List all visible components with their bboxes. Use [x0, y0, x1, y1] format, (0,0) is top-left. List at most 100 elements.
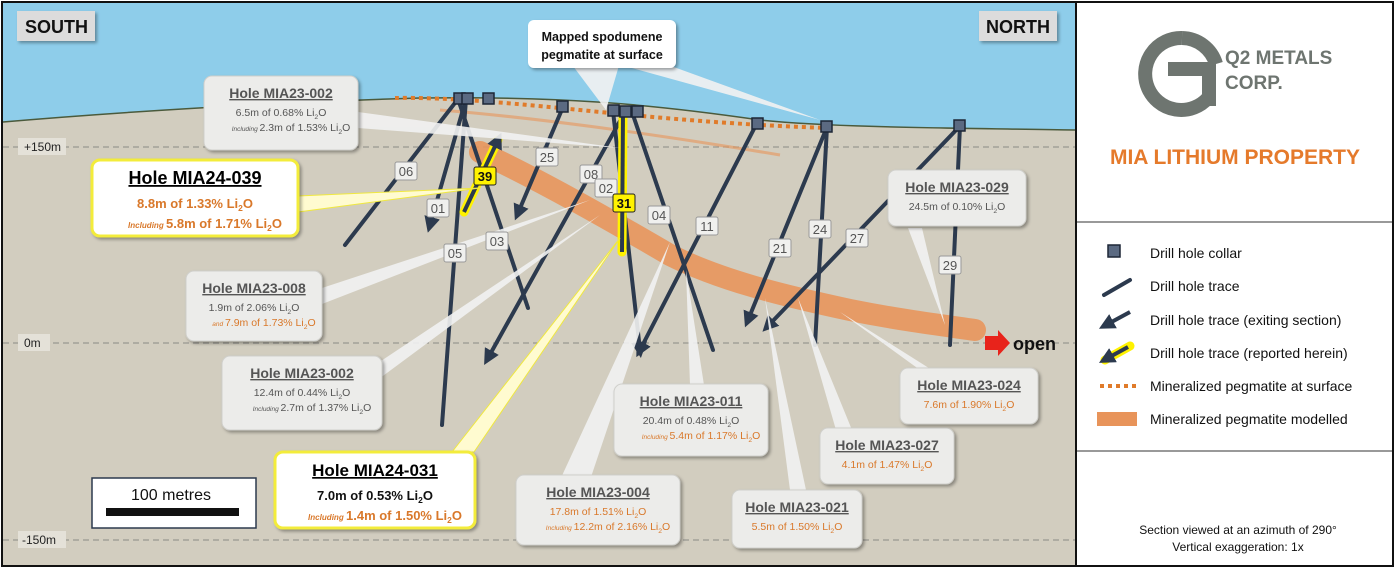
hole-tag-11: 11	[695, 216, 719, 236]
collar	[461, 92, 474, 105]
callout-value: 6.5m of 0.68% Li	[236, 107, 315, 119]
callout-grade-line: Including 1.4m of 1.50% Li2O	[308, 508, 462, 525]
hole-tag-box	[579, 164, 603, 184]
hole-tag-box	[473, 166, 497, 186]
south-box	[17, 11, 95, 41]
callout-grade-line: 5.5m of 1.50% Li2O	[752, 521, 843, 535]
callout-subscript: 2	[727, 422, 731, 429]
elevation-box-minus150	[18, 531, 66, 548]
callout-background	[887, 169, 1027, 227]
hole-tag-24: 24	[808, 219, 832, 239]
surface-callout-box	[528, 20, 676, 68]
collar	[607, 104, 620, 117]
callout-value: 1.4m of 1.50% Li	[346, 508, 447, 523]
hole-tag-box	[594, 178, 618, 198]
callout-grade-line: Including 2.3m of 1.53% Li2O	[232, 122, 351, 136]
callout-background	[273, 450, 477, 530]
scale-bar-box	[91, 477, 257, 529]
logo-line2: CORP.	[1225, 73, 1283, 94]
callout-grade-line: and 7.9m of 1.73% Li2O	[212, 317, 315, 331]
trace-11	[636, 121, 759, 358]
trace-27	[762, 124, 962, 332]
hole-tag-label: 03	[490, 234, 504, 249]
elevation-box-zero	[18, 334, 50, 351]
north-box	[979, 11, 1057, 41]
pointer-011	[686, 270, 704, 385]
callout-background	[90, 158, 300, 238]
callout-background	[203, 75, 359, 151]
hole-tag-box	[938, 255, 962, 275]
callout-subscript: 2	[634, 513, 638, 520]
collar	[619, 105, 632, 118]
callout-title: Hole MIA23-027	[835, 437, 939, 453]
callout-suffix: O	[363, 402, 371, 414]
callout-suffix: O	[342, 387, 350, 399]
callout-title: Hole MIA23-004	[546, 484, 650, 500]
hole-tag-02: 02	[594, 178, 618, 198]
hole-tag-box	[443, 243, 467, 263]
callout-subscript: 2	[1002, 406, 1006, 413]
callout-subscript: 2	[748, 437, 752, 444]
trace-29	[948, 124, 962, 347]
callout-suffix: O	[308, 317, 316, 329]
callout-grade-line: Including 5.8m of 1.71% Li2O	[128, 216, 282, 233]
legend-orange-band-icon	[1097, 412, 1137, 426]
hole-tag-label: 27	[850, 231, 864, 246]
callout-suffix: O	[452, 508, 462, 523]
hole-tag-08: 08	[579, 164, 603, 184]
scale-bar-label: 100 metres	[131, 487, 211, 504]
hole-tag-01: 01	[426, 198, 450, 218]
pointer-004	[560, 242, 670, 480]
callout-subscript: 2	[287, 309, 291, 316]
callout-value: 5.8m of 1.71% Li	[166, 216, 267, 231]
collar	[556, 100, 569, 113]
callout-suffix: O	[291, 302, 299, 314]
pointer-021	[765, 298, 806, 490]
pointer-024	[840, 312, 932, 370]
trace-08	[484, 110, 627, 365]
callout-subscript: 2	[304, 324, 308, 331]
collars	[453, 92, 966, 133]
legend-label: Drill hole trace	[1150, 278, 1240, 294]
callout-grade-line: Including 2.7m of 1.37% Li2O	[253, 402, 372, 416]
callout-value: 8.8m of 1.33% Li	[137, 196, 238, 211]
hole-tag-label: 11	[700, 219, 714, 234]
pointer-002b	[360, 215, 600, 393]
callout-suffix: O	[924, 459, 932, 471]
callout-value: 7.0m of 0.53% Li	[317, 488, 418, 503]
callout-value: 1.9m of 2.06% Li	[209, 302, 288, 314]
elevation-label-plus150: +150m	[24, 140, 61, 154]
callout-value: 2.3m of 1.53% Li	[260, 122, 339, 134]
hole-tag-label: 24	[813, 222, 827, 237]
hole-tag-04: 04	[647, 205, 671, 225]
trace-31	[620, 111, 625, 253]
callout-suffix: O	[662, 521, 670, 533]
hole-tag-box	[426, 198, 450, 218]
open-arrow-icon	[985, 330, 1010, 356]
pointer-surface	[570, 62, 620, 110]
callout-subscript: 2	[359, 409, 363, 416]
footer-line2: Vertical exaggeration: 1x	[1172, 540, 1303, 554]
callout-value: 12.2m of 2.16% Li	[574, 521, 659, 533]
legend-label: Drill hole collar	[1150, 245, 1242, 261]
scale-bar	[106, 508, 239, 516]
hole-tag-box	[647, 205, 671, 225]
callout-subscript: 2	[418, 495, 423, 505]
callout-suffix: O	[834, 521, 842, 533]
hole-tag-29: 29	[938, 255, 962, 275]
ground-surface-line	[2, 96, 1076, 131]
callout-prefix: and	[212, 321, 225, 328]
callout-suffix: O	[638, 506, 646, 518]
callout-suffix: O	[272, 216, 282, 231]
hole-tag-box	[695, 216, 719, 236]
callout-background	[221, 355, 383, 431]
hole-tag-label: 39	[478, 169, 492, 184]
hole-tag-label: 08	[584, 167, 598, 182]
callout-value: 5.5m of 1.50% Li	[752, 521, 831, 533]
callout-suffix: O	[997, 201, 1005, 213]
q2-logo-icon	[1138, 30, 1223, 117]
